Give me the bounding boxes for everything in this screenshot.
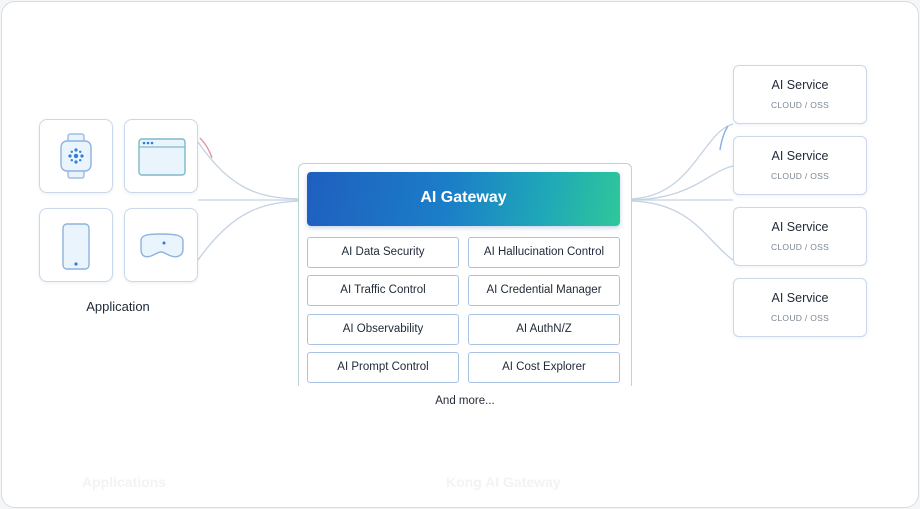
- feature-hallucination-control: AI Hallucination Control: [468, 237, 620, 268]
- service-name: AI Service: [771, 78, 829, 92]
- service-name: AI Service: [771, 220, 829, 234]
- gateway-title-bar: AI Gateway: [307, 172, 620, 226]
- feature-data-security: AI Data Security: [307, 237, 459, 268]
- feature-observability: AI Observability: [307, 314, 459, 345]
- service-type: CLOUD / OSS: [770, 100, 830, 110]
- service-name: AI Service: [771, 149, 829, 163]
- vr-headset-tile: [124, 208, 198, 282]
- service-type: CLOUD / OSS: [770, 171, 830, 181]
- smartphone-tile: [39, 208, 113, 282]
- gateway-title: AI Gateway: [420, 189, 507, 206]
- faded-caption-applications: Applications: [82, 474, 167, 490]
- ai-service-box: AI Service CLOUD / OSS: [733, 65, 867, 124]
- ai-service-box: AI Service CLOUD / OSS: [733, 278, 867, 337]
- connector-app-1: [197, 141, 307, 200]
- ai-service-box: AI Service CLOUD / OSS: [733, 136, 867, 195]
- feature-prompt-control: AI Prompt Control: [307, 352, 459, 383]
- connector-app-3: [197, 200, 307, 261]
- feature-traffic-control: AI Traffic Control: [307, 275, 459, 306]
- smartphone-icon: [62, 223, 90, 270]
- feature-credential-manager: AI Credential Manager: [468, 275, 620, 306]
- and-more-label: And more...: [435, 395, 495, 407]
- service-name: AI Service: [771, 291, 829, 305]
- vr-headset-icon: [140, 233, 184, 258]
- browser-window-tile: [124, 119, 198, 193]
- ai-service-box: AI Service CLOUD / OSS: [733, 207, 867, 266]
- feature-authn-z: AI AuthN/Z: [468, 314, 620, 345]
- connector-svc-4: [627, 200, 734, 261]
- connector-svc-2: [627, 165, 734, 201]
- service-type: CLOUD / OSS: [770, 313, 830, 323]
- application-label: Application: [86, 299, 150, 314]
- gateway-panel: AI Gateway AI Data Security AI Hallucina…: [298, 163, 632, 386]
- smartwatch-tile: [39, 119, 113, 193]
- service-type: CLOUD / OSS: [770, 242, 830, 252]
- feature-cost-explorer: AI Cost Explorer: [468, 352, 620, 383]
- browser-window-icon: [138, 138, 186, 176]
- connector-svc-1: [627, 123, 734, 200]
- smartwatch-icon: [60, 133, 92, 179]
- faded-caption-gateway: Kong AI Gateway: [446, 474, 561, 490]
